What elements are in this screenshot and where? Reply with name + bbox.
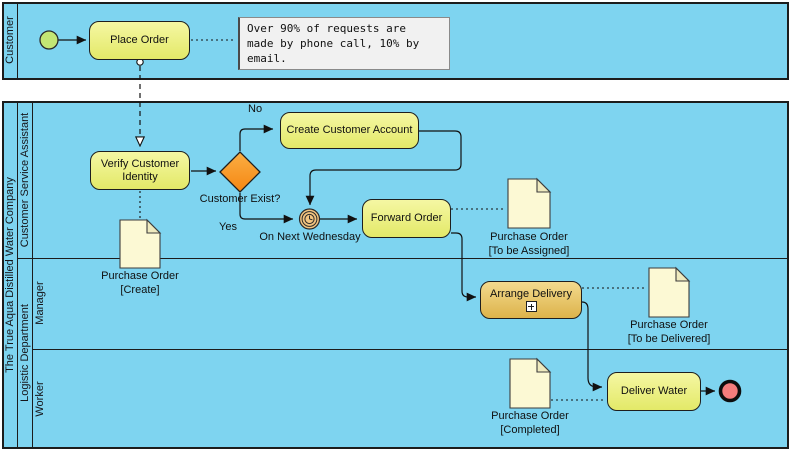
annotation-note[interactable]: Over 90% of requests are made by phone c… [238, 17, 450, 70]
subprocess-arrange-delivery[interactable]: Arrange Delivery [480, 281, 582, 319]
lane-divider-csa-logistic [17, 258, 787, 259]
task-label: Verify Customer Identity [100, 158, 180, 183]
document-label-to-be-assigned: Purchase Order [To be Assigned] [488, 231, 570, 257]
gateway-label: Customer Exist? [199, 193, 281, 205]
task-verify-customer-identity[interactable]: Verify Customer Identity [90, 151, 190, 190]
sequence-flow-yes-to-timer[interactable] [239, 193, 294, 224]
document-purchase-order-to-be-delivered[interactable] [648, 266, 691, 318]
subprocess-plus-icon[interactable] [525, 301, 537, 313]
task-label: Arrange Delivery [490, 287, 572, 300]
sequence-flow-forward-to-arrange-delivery[interactable] [451, 232, 477, 302]
task-deliver-water[interactable]: Deliver Water [607, 372, 701, 411]
document-purchase-order-create[interactable] [119, 218, 162, 269]
end-event-icon[interactable] [718, 379, 742, 403]
task-label: Deliver Water [620, 385, 688, 398]
gateway-customer-exist[interactable] [219, 151, 261, 193]
document-purchase-order-to-be-assigned[interactable] [507, 177, 552, 229]
task-create-customer-account[interactable]: Create Customer Account [280, 112, 419, 149]
document-label-create: Purchase Order [Create] [101, 270, 179, 296]
sequence-flow-no-to-create-account[interactable] [239, 124, 274, 151]
pool-customer-label-divider [17, 4, 18, 78]
task-label: Create Customer Account [286, 124, 413, 137]
sequence-flow-arrange-to-deliver-water[interactable] [581, 301, 603, 392]
start-event-icon[interactable] [39, 30, 59, 50]
timer-event-label: On Next Wednesday [259, 231, 361, 243]
task-label: Place Order [110, 34, 169, 47]
pool-company-label-divider [17, 103, 18, 447]
lane-label-divider [32, 103, 33, 447]
annotation-text: Over 90% of requests are made by phone c… [247, 22, 420, 65]
flow-label-yes: Yes [219, 221, 237, 233]
task-forward-order[interactable]: Forward Order [362, 199, 451, 238]
sequence-flow-create-account-to-timer[interactable] [305, 130, 462, 206]
document-label-completed: Purchase Order [Completed] [491, 410, 569, 436]
task-label: Forward Order [370, 212, 443, 225]
document-label-to-be-delivered: Purchase Order [To be Delivered] [627, 319, 711, 345]
lane-divider-manager-worker [32, 349, 787, 350]
task-place-order[interactable]: Place Order [89, 21, 190, 60]
document-purchase-order-completed[interactable] [509, 357, 552, 409]
timer-event-icon[interactable] [298, 208, 321, 230]
flow-label-no: No [248, 103, 263, 115]
